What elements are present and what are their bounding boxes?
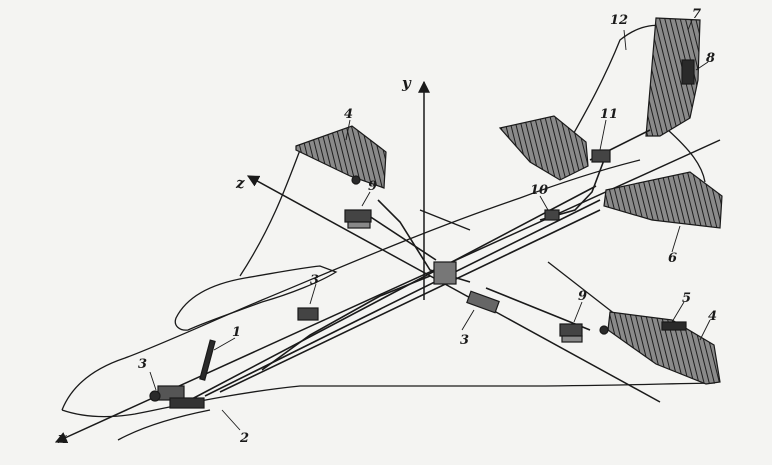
nose-lower-line (117, 409, 211, 441)
fin-trailing-edge (667, 129, 706, 183)
callout-3-left: 3 (138, 357, 147, 372)
callout-12: 12 (610, 13, 628, 28)
y-axis-label: y (401, 74, 412, 92)
fuselage-upper-contour (61, 159, 641, 411)
rocker-10 (544, 209, 560, 221)
rod-left-aileron (359, 209, 437, 261)
callout-4-right: 4 (708, 309, 717, 324)
callout-9-right: 9 (578, 289, 587, 304)
control-linkage (189, 129, 651, 401)
wing-root-upper (547, 261, 621, 319)
nose-actuator (149, 390, 161, 402)
rod-upper (189, 185, 597, 401)
rudder (645, 17, 701, 137)
left-aileron (295, 125, 387, 189)
callout-1: 1 (232, 325, 241, 340)
callout-8: 8 (706, 51, 715, 66)
bracket-9-right-base (561, 335, 583, 343)
z-axis (246, 175, 661, 403)
x-axis-label: x (57, 429, 68, 447)
bracket-9-left (344, 209, 372, 223)
callout-11: 11 (600, 107, 618, 122)
pedal-base (169, 397, 205, 409)
control-stick (199, 339, 216, 381)
callout-6: 6 (668, 251, 677, 266)
callout-2: 2 (239, 431, 249, 446)
tail-fin-outline (239, 149, 301, 277)
rod-middle (204, 199, 601, 397)
rocker-11 (591, 149, 611, 163)
rod-lower (219, 209, 601, 393)
z-axis-label: z (235, 174, 245, 192)
central-block (433, 261, 457, 285)
leader-lines (149, 19, 711, 431)
bracket-9-left-base (347, 221, 371, 229)
callout-3-upper: 3 (310, 273, 319, 288)
mechanisms (149, 149, 611, 409)
left-stabilizer (498, 115, 589, 181)
hinge-left-aileron (351, 175, 361, 185)
rod-right-aileron (485, 287, 591, 331)
wing-root-line (419, 209, 471, 231)
callout-10: 10 (530, 183, 548, 198)
callout-5: 5 (682, 291, 691, 306)
upper-actuator (297, 307, 319, 321)
callout-7: 7 (692, 7, 701, 22)
callout-9-left: 9 (368, 179, 377, 194)
canopy (174, 265, 338, 331)
callout-4-left: 4 (344, 107, 353, 122)
hinge-right-aileron (599, 325, 609, 335)
rudder-cable (261, 275, 431, 371)
control-surfaces (295, 17, 723, 385)
callout-3-center: 3 (460, 333, 469, 348)
rudder-trim-tab (681, 59, 695, 85)
right-stabilizer (603, 171, 723, 229)
bracket-9-right (559, 323, 583, 337)
center-actuator (466, 290, 500, 314)
aileron-trim-tab (661, 321, 687, 331)
